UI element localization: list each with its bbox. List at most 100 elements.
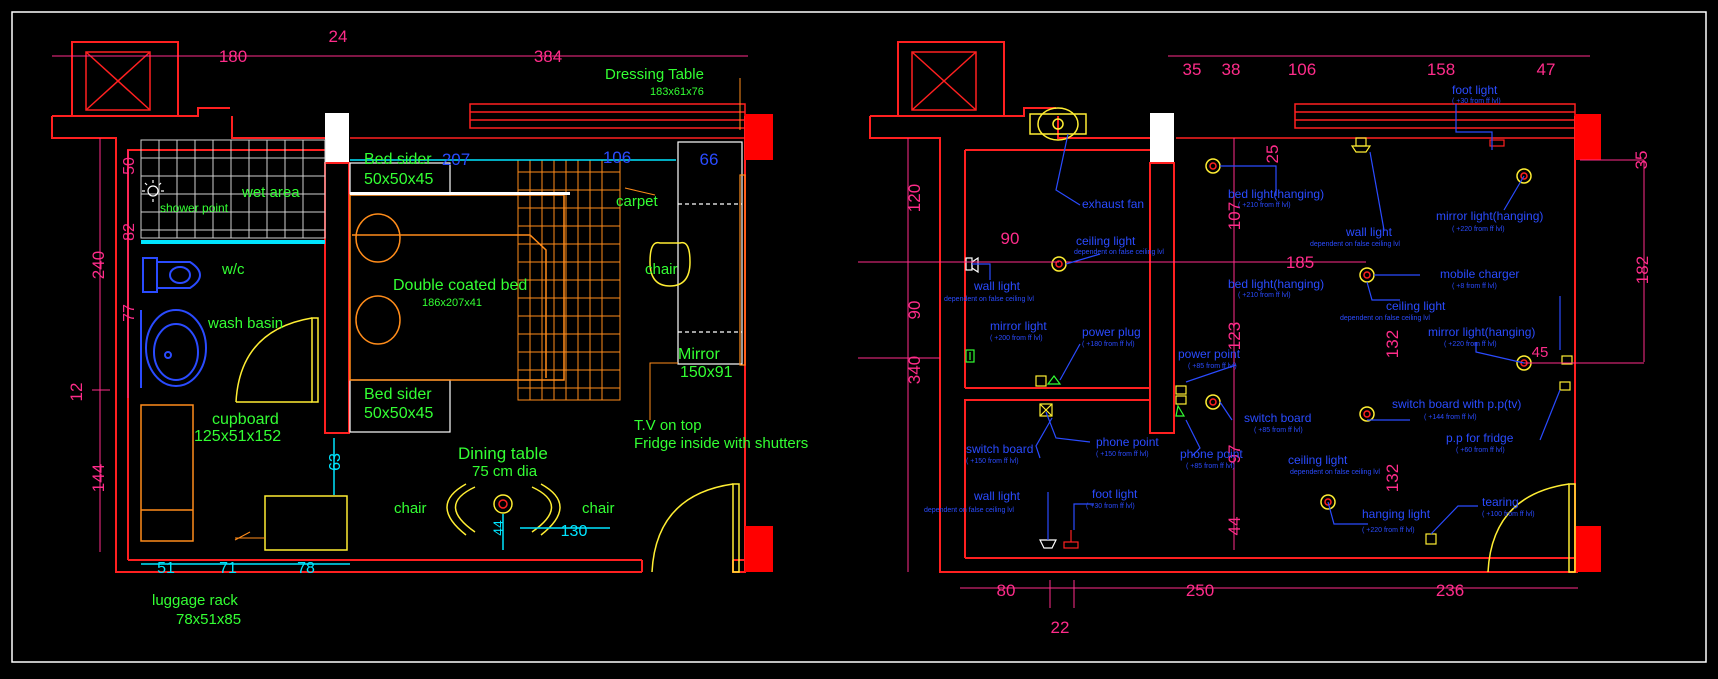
mirror-light-left-icon <box>965 349 975 363</box>
dim-b236: 236 <box>1436 581 1464 600</box>
cupboard <box>140 404 194 542</box>
ceiling-light-bottom-icon <box>1320 494 1336 510</box>
bed-light-2-icon <box>1359 267 1375 283</box>
left-floor-plan: 180 24 384 240 12 144 50 82 77 63 51 71 … <box>51 27 808 628</box>
dim-v120: 120 <box>905 184 924 212</box>
dim-r35: 35 <box>1632 151 1651 170</box>
label-shower-point: shower point <box>160 201 229 215</box>
note-wall-light-l: dependent on false ceiling lvl <box>944 296 1034 303</box>
label-exhaust-fan: exhaust fan <box>1082 197 1144 211</box>
dressing-table <box>677 141 746 366</box>
label-bed-light-2: bed light(hanging) <box>1228 277 1324 291</box>
right-shaft <box>897 41 1005 117</box>
foot-light-bottom-icon <box>1063 530 1079 549</box>
note-mirror-light-r: ( +220 from ff lvl) <box>1444 341 1497 348</box>
label-foot-light-top: foot light <box>1452 83 1498 97</box>
label-dining-size: 75 cm dia <box>472 463 538 480</box>
mobile-charger-icon <box>1559 355 1573 391</box>
dim-r182: 182 <box>1633 256 1652 284</box>
right-leaders <box>972 104 1561 540</box>
label-dressing-table: Dressing Table <box>605 66 704 83</box>
wet-area-edge <box>141 240 325 244</box>
dim-b-78: 78 <box>297 560 315 577</box>
note-switch-board-l: ( +150 from ff lvl) <box>966 458 1019 465</box>
right-text-labels: exhaust fan bed light(hanging) ( +210 fr… <box>924 83 1543 534</box>
label-wash-basin: wash basin <box>207 315 283 332</box>
label-bedsider-bottom: Bed sider <box>364 386 432 403</box>
label-bedsider-bottom-size: 50x50x45 <box>364 405 433 422</box>
ceiling-light-mid-icon <box>1205 394 1221 410</box>
wet-area-tiles <box>140 139 326 239</box>
dim-top-24: 24 <box>329 27 348 46</box>
dim-v-12: 12 <box>67 383 86 402</box>
label-dining-table: Dining table <box>458 444 548 463</box>
label-wall-light-b: wall light <box>973 489 1021 503</box>
dim-b80: 80 <box>997 581 1016 600</box>
left-red-dims <box>52 55 748 552</box>
label-mirror: Mirror <box>678 346 720 363</box>
exhaust-fan-icon <box>1029 107 1087 141</box>
wall-light-left-icon <box>965 256 979 274</box>
note-bed-light-2: ( +210 from ff lvl) <box>1238 292 1291 299</box>
dressing-chair <box>649 241 691 287</box>
label-switch-board-m: switch board <box>1244 411 1311 425</box>
left-dim-labels: 180 24 384 240 12 144 50 82 77 63 51 71 … <box>67 27 718 577</box>
dim-tbl-44: 44 <box>490 520 506 536</box>
note-wall-light-top: dependent on false ceiling lvl <box>1310 241 1400 248</box>
dim-v-144: 144 <box>89 464 108 492</box>
dim-top-384: 384 <box>534 47 562 66</box>
dim-bed-66: 66 <box>700 150 719 169</box>
label-phone-point-l: phone point <box>1096 435 1159 449</box>
label-double-bed-size: 186x207x41 <box>422 297 482 309</box>
label-cupboard-size: 125x51x152 <box>194 428 281 445</box>
label-switch-board-l: switch board <box>966 442 1033 456</box>
dim-top-180: 180 <box>219 47 247 66</box>
label-wc: w/c <box>221 261 245 278</box>
dim-v25: 25 <box>1263 145 1282 164</box>
dim-v340: 340 <box>905 356 924 384</box>
right-floor-plan: 35 38 106 158 47 35 182 45 120 90 340 90… <box>858 41 1652 637</box>
label-chair-left: chair <box>394 500 427 517</box>
dim-bed-106: 106 <box>603 148 631 167</box>
carpet <box>517 159 621 401</box>
dining-table <box>446 483 561 536</box>
label-wall-light-top: wall light <box>1345 225 1393 239</box>
label-luggage-size: 78x51x85 <box>176 611 241 628</box>
right-column <box>1150 113 1174 163</box>
dim-h90: 90 <box>1001 229 1020 248</box>
label-tearing: tearing <box>1482 495 1519 509</box>
dim-t106: 106 <box>1288 60 1316 79</box>
left-cyan-dims <box>141 159 676 565</box>
dim-v107: 107 <box>1225 202 1244 230</box>
power-plug-icon <box>1035 375 1062 387</box>
label-phone-point-m: phone point <box>1180 447 1243 461</box>
left-window <box>350 103 746 139</box>
entry-door-left <box>651 483 740 573</box>
dim-v90: 90 <box>905 301 924 320</box>
note-foot-light-b: ( +30 from ff lvl) <box>1086 503 1135 510</box>
dim-r45: 45 <box>1532 344 1549 361</box>
label-mirror-light-top: mirror light(hanging) <box>1436 209 1543 223</box>
dim-v123: 123 <box>1225 322 1244 350</box>
left-leaders <box>234 78 741 541</box>
note-hanging-light: ( +220 from ff lvl) <box>1362 527 1415 534</box>
left-text-labels: Dressing Table 183x61x76 Bed sider 50x50… <box>152 66 808 628</box>
left-shaft <box>71 41 179 117</box>
note-power-plug: ( +180 from ff lvl) <box>1082 341 1135 348</box>
label-tv: T.V on top <box>634 417 702 434</box>
right-window <box>1176 103 1576 139</box>
note-mirror-light-top: ( +220 from ff lvl) <box>1452 226 1505 233</box>
dim-h185: 185 <box>1286 253 1314 272</box>
dim-v-240: 240 <box>89 251 108 279</box>
note-phone-point-m: ( +85 from ff lvl) <box>1186 463 1235 470</box>
note-ceiling-light-m: dependent on false ceiling lvl <box>1340 315 1430 322</box>
ceiling-light-left-icon <box>1051 256 1067 272</box>
label-double-bed: Double coated bed <box>393 277 527 294</box>
note-power-point: ( +85 from ff lvl) <box>1188 363 1237 370</box>
left-door-post-bottom <box>745 526 773 572</box>
label-cupboard: cupboard <box>212 411 279 428</box>
label-mirror-size: 150x91 <box>680 364 733 381</box>
dim-t158: 158 <box>1427 60 1455 79</box>
dim-v132a: 132 <box>1383 330 1402 358</box>
dim-t47: 47 <box>1537 60 1556 79</box>
